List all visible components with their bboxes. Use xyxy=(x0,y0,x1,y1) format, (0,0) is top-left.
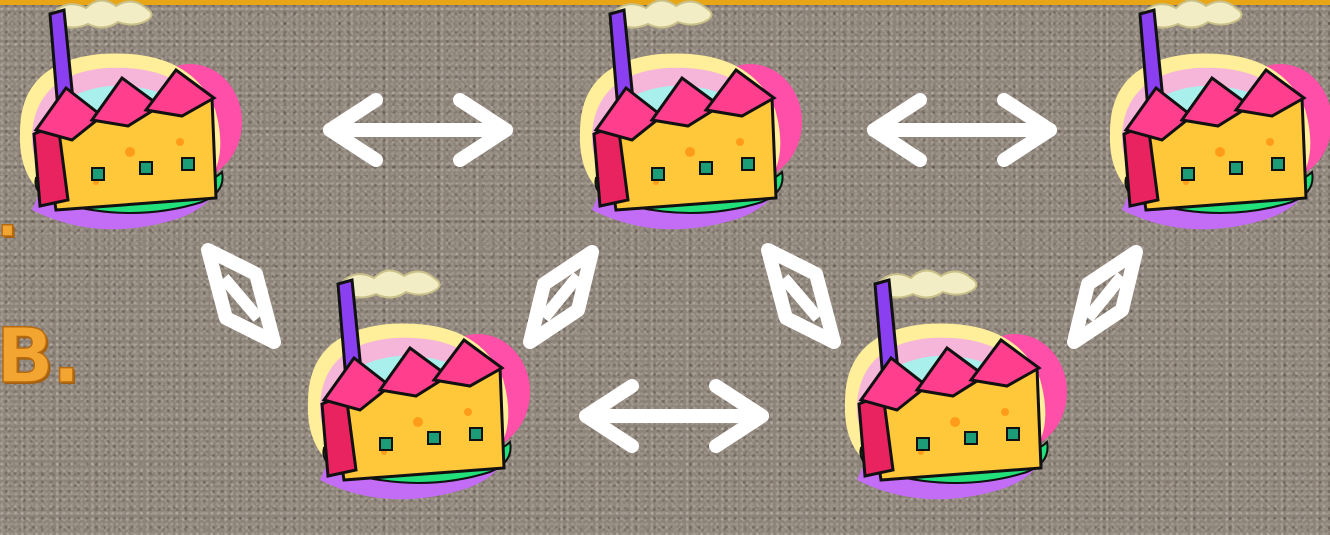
double-arrow-horizontal-icon xyxy=(312,92,524,168)
factory-icon xyxy=(0,0,250,242)
double-arrow-diagonal-icon xyxy=(198,238,284,354)
double-arrow-horizontal-icon xyxy=(568,378,780,454)
double-arrow-diagonal-icon xyxy=(758,238,844,354)
double-arrow-diagonal-icon xyxy=(1064,240,1146,354)
side-label-second: B. xyxy=(0,318,79,394)
double-arrow-diagonal-icon xyxy=(520,240,602,354)
factory-icon xyxy=(560,0,810,242)
factory-icon xyxy=(288,262,538,512)
double-arrow-horizontal-icon xyxy=(856,92,1068,168)
factory-icon xyxy=(1090,0,1330,242)
factory-icon xyxy=(825,262,1075,512)
